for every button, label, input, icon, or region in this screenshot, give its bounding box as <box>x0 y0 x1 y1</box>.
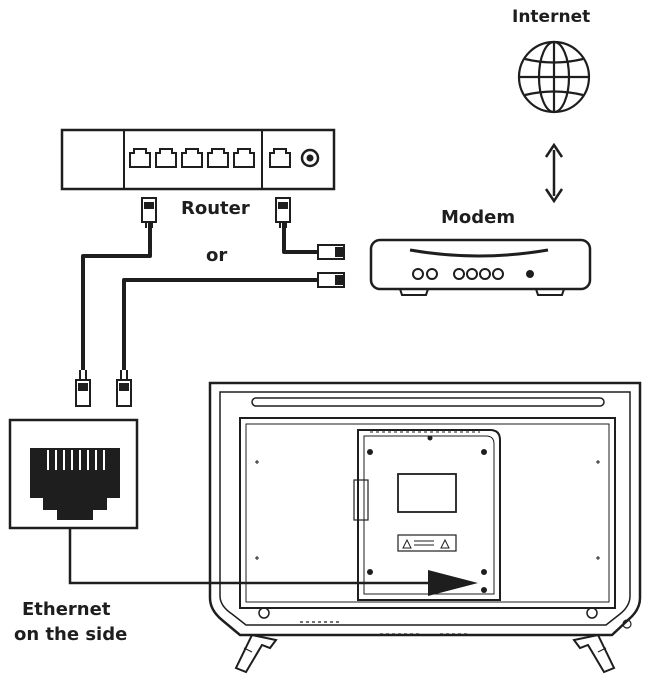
modem-plugs <box>317 244 345 288</box>
globe-icon <box>517 40 591 114</box>
modem-label: Modem <box>441 207 516 228</box>
router-label: Router <box>181 198 250 219</box>
callout-arrowhead <box>428 570 478 596</box>
or-label: or <box>206 245 228 266</box>
router-device <box>60 128 336 191</box>
bidirectional-arrow-icon <box>544 142 564 204</box>
coax-port-icon <box>300 148 320 168</box>
callout-line <box>68 528 430 585</box>
ethernet-cables <box>81 222 318 370</box>
warning-label-icon <box>397 534 457 552</box>
tv-rear-view <box>208 381 642 674</box>
router-lan-ports <box>129 148 255 168</box>
router-wan-port <box>269 148 291 168</box>
ethernet-label: Ethernet <box>22 599 111 620</box>
rj45-plug-icon <box>75 197 291 407</box>
internet-label: Internet <box>512 7 591 27</box>
ethernet-side-label: on the side <box>14 624 128 645</box>
modem-device <box>369 238 592 296</box>
ethernet-port-icon <box>8 418 139 530</box>
